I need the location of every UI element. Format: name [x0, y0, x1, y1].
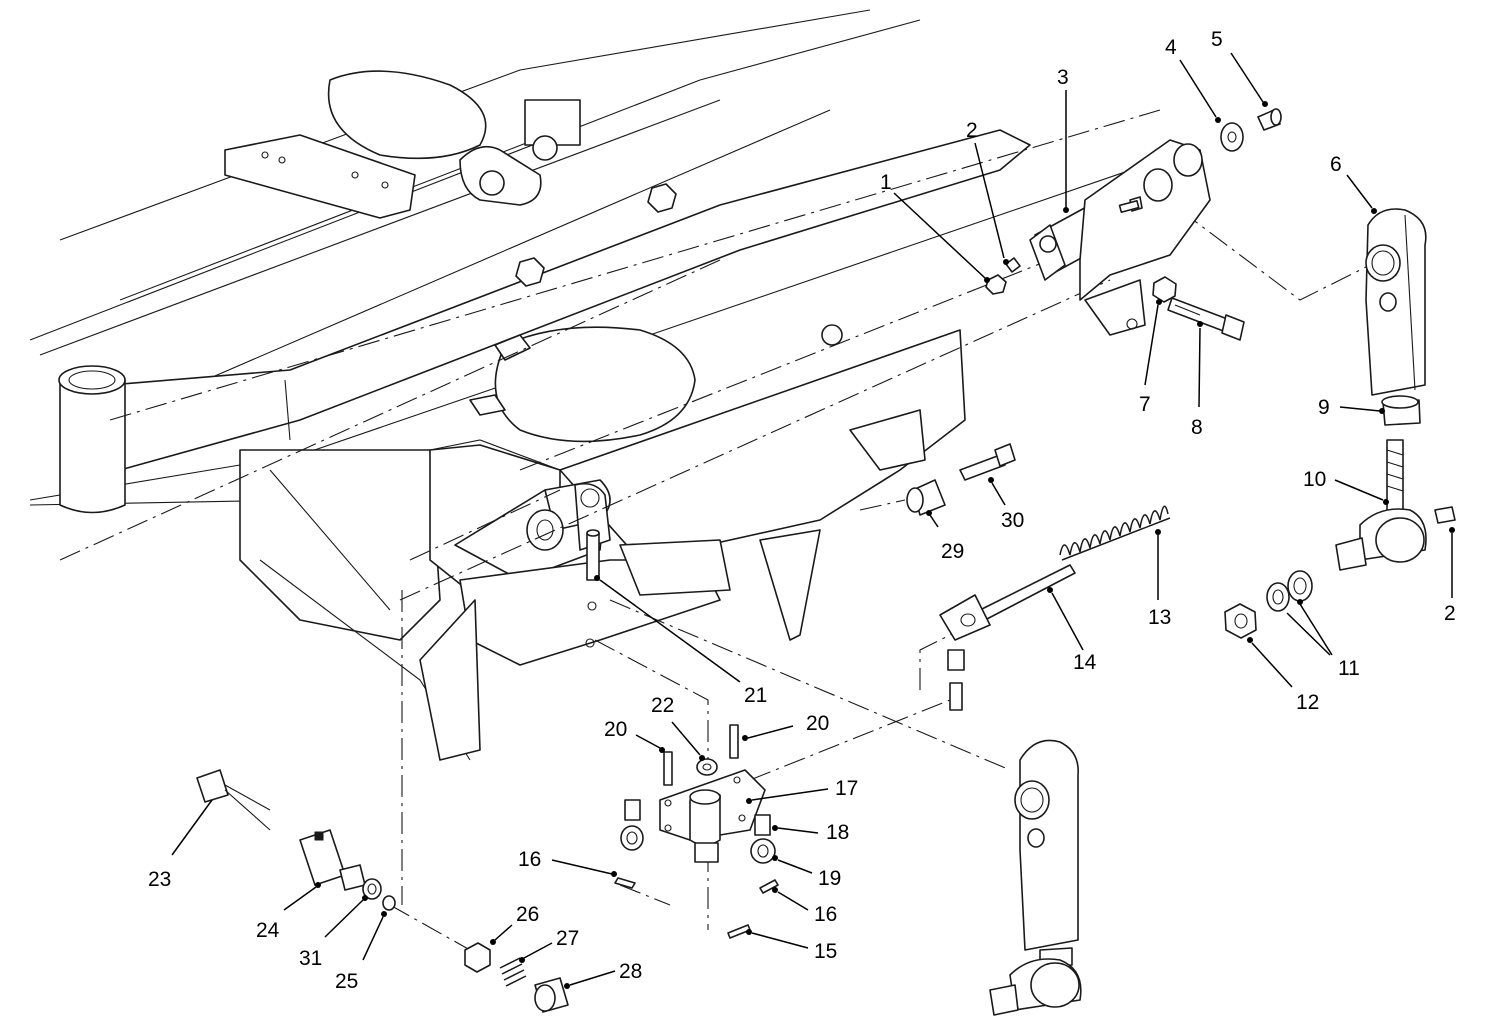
part-18-spacers [624, 799, 771, 836]
callout-20-right: 20 [806, 712, 829, 735]
part-9-jam-nut [1381, 395, 1421, 426]
callout-labels: 1 2 3 4 5 6 7 8 9 10 2 11 12 13 14 15 16… [148, 28, 1456, 993]
part-19-bearings [620, 825, 776, 864]
part-14-lift-rod [939, 564, 1076, 641]
part-31-washer [362, 878, 382, 900]
callout-8: 8 [1191, 416, 1203, 439]
callout-20-left: 20 [604, 718, 627, 741]
callout-5: 5 [1211, 28, 1223, 51]
alignment-lines [59, 109, 1381, 951]
part-20-pins [663, 724, 739, 786]
part-23-connector [196, 769, 271, 831]
part-2-grease-fitting [1005, 257, 1021, 273]
part-11-washers [1266, 570, 1313, 612]
part-12-flange-nut [1224, 603, 1257, 639]
callout-29: 29 [941, 540, 964, 563]
part-17-pivot-bracket [659, 769, 766, 846]
part-10-rod-end [1335, 439, 1427, 571]
part-5-bolt [1257, 108, 1282, 131]
callout-17: 17 [835, 777, 858, 800]
callout-15: 15 [814, 940, 837, 963]
callout-6: 6 [1330, 153, 1342, 176]
callout-16-right: 16 [814, 903, 837, 926]
callout-27: 27 [556, 927, 579, 950]
callout-28: 28 [619, 960, 642, 983]
callout-2-lower: 2 [1444, 602, 1456, 625]
callout-13: 13 [1148, 606, 1171, 629]
callout-3: 3 [1057, 66, 1069, 89]
callout-23: 23 [148, 868, 171, 891]
part-22-bushing [696, 758, 718, 776]
callout-30: 30 [1001, 509, 1024, 532]
part-29-bushing [906, 479, 946, 516]
callout-16-left: 16 [518, 848, 541, 871]
callout-7: 7 [1139, 393, 1151, 416]
callout-18: 18 [826, 821, 849, 844]
callout-24: 24 [256, 919, 280, 942]
callout-14: 14 [1073, 651, 1097, 674]
callout-1: 1 [880, 171, 892, 194]
callout-2: 2 [966, 119, 978, 142]
part-26-nut [464, 942, 491, 973]
part-21-pin [586, 529, 600, 581]
part-13-spring [1059, 505, 1171, 561]
part-8-bolt [1167, 297, 1245, 341]
callout-9: 9 [1318, 396, 1330, 419]
callout-22: 22 [651, 694, 674, 717]
part-24-switch [299, 829, 366, 891]
callout-11: 11 [1338, 657, 1360, 680]
callout-10: 10 [1303, 468, 1326, 491]
part-6-lift-arm [1365, 208, 1427, 396]
part-1-nut [985, 274, 1007, 295]
part-28-bushing [534, 977, 569, 1013]
callout-25: 25 [335, 970, 358, 993]
part-27-spring [499, 957, 527, 987]
leader-lines [171, 52, 1455, 989]
part-2-grease-fitting-lower [1434, 506, 1456, 524]
callout-26: 26 [516, 903, 539, 926]
rod-bushings [947, 649, 965, 711]
stud [1118, 199, 1140, 213]
callout-21: 21 [744, 684, 767, 707]
part-30-bolt [959, 443, 1016, 481]
callout-4: 4 [1165, 36, 1177, 59]
lower-lift-arm [989, 739, 1082, 1016]
part-25-ring [382, 895, 396, 911]
part-7-nut [1152, 276, 1177, 303]
part-4-washer [1220, 122, 1244, 152]
callout-19: 19 [818, 867, 841, 890]
main-frame [29, 9, 1161, 761]
callout-31: 31 [299, 947, 322, 970]
callout-12: 12 [1296, 691, 1319, 714]
part-16-cotter-pins [614, 877, 779, 894]
